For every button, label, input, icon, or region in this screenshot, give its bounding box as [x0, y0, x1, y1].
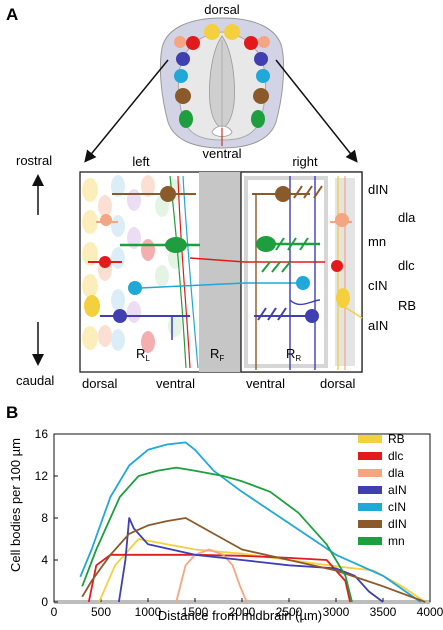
series-line-rb: [98, 538, 426, 603]
cell-cin-right: [256, 69, 270, 83]
legend-label-cin: cIN: [388, 500, 406, 514]
left-neurons: [84, 186, 200, 340]
x-tick-label: 4000: [417, 605, 443, 619]
series-line-dlc: [87, 553, 351, 603]
x-tick-label: 1500: [182, 605, 209, 619]
region-left-label: RL: [136, 346, 150, 363]
x-axis-label: Distance from midbrain (µm): [158, 608, 322, 623]
cell-label-ain: aIN: [368, 318, 388, 333]
neuron-dlc-right: [331, 260, 343, 272]
cell-label-cin: cIN: [368, 278, 388, 293]
left-label: left: [132, 154, 150, 169]
left-projection-arrow: [84, 59, 169, 163]
dorsal-top-label: dorsal: [204, 2, 240, 17]
legend-swatch-cin: [358, 503, 382, 511]
bottom-ventral-left: ventral: [156, 376, 195, 391]
cell-din-right: [253, 88, 269, 104]
ventral-top-label: ventral: [202, 146, 241, 161]
y-axis-label: Cell bodies per 100 µm: [8, 438, 23, 572]
cell-mn-right: [251, 110, 265, 128]
cell-mn-left: [179, 110, 193, 128]
series-line-ain: [118, 517, 384, 603]
neuron-dla-left: [100, 214, 112, 226]
bottom-dorsal-left: dorsal: [82, 376, 118, 391]
y-tick-label: 0: [41, 595, 48, 609]
legend-swatch-dlc: [358, 452, 382, 460]
neuron-mn-right: [256, 236, 276, 252]
right-projection-arrow: [275, 59, 358, 163]
neuron-dlc-left: [99, 256, 111, 268]
legend-label-ain: aIN: [388, 483, 407, 497]
neuron-mn-left: [165, 237, 187, 253]
legend-label-dlc: dlc: [388, 449, 403, 463]
x-tick-label: 500: [91, 605, 111, 619]
series-line-din: [81, 517, 426, 603]
y-tick-label: 16: [35, 427, 49, 441]
cell-label-dlc: dlc: [398, 258, 415, 273]
section-cells: [174, 24, 270, 128]
region-floor-label: RF: [210, 346, 224, 363]
density-chart: 0 500 1000 1500 2000 2500 3000 3500 4000 0 4 8 12 16 R…: [35, 427, 443, 619]
neuron-din-right: [275, 186, 291, 202]
cell-dlc-left: [186, 36, 200, 50]
cell-ain-left: [176, 52, 190, 66]
neuron-cin-left: [128, 281, 142, 295]
x-tick-label: 2000: [229, 605, 256, 619]
legend-swatch-din: [358, 520, 382, 528]
right-label: right: [292, 154, 318, 169]
cell-label-rb: RB: [398, 298, 416, 313]
cell-type-labels: dIN dla mn dlc cIN RB aIN: [368, 182, 416, 333]
neuron-rb-right: [336, 288, 350, 308]
cell-din-left: [175, 88, 191, 104]
series-line-dla: [175, 548, 248, 603]
cell-ain-right: [254, 52, 268, 66]
neuron-din-left: [160, 186, 176, 202]
cell-label-din: dIN: [368, 182, 388, 197]
bottom-ventral-right: ventral: [246, 376, 285, 391]
right-neurons: [252, 185, 363, 323]
neuron-cin-right: [296, 276, 310, 290]
x-tick-label: 3500: [370, 605, 397, 619]
neuron-dla-right: [335, 213, 349, 227]
x-tick-label: 0: [51, 605, 58, 619]
cell-rb-right: [224, 24, 240, 40]
legend-label-mn: mn: [388, 534, 405, 548]
legend-swatch-dla: [358, 469, 382, 477]
y-tick-label: 4: [41, 553, 48, 567]
cell-dlc-right: [244, 36, 258, 50]
legend-label-rb: RB: [388, 432, 405, 446]
panel-a-label: A: [6, 5, 18, 24]
rostral-label: rostral: [16, 153, 52, 168]
cell-rb-left: [204, 24, 220, 40]
series-line-cin: [79, 441, 422, 603]
series-line-mn: [81, 466, 353, 603]
legend-swatch-mn: [358, 537, 382, 545]
x-tick-label: 2500: [276, 605, 303, 619]
legend-swatch-ain: [358, 486, 382, 494]
caudal-label: caudal: [16, 373, 54, 388]
bottom-dorsal-right: dorsal: [320, 376, 356, 391]
right-inner-field: [244, 176, 328, 368]
floor-plate: [199, 172, 241, 372]
legend-label-din: dIN: [388, 517, 407, 531]
region-right-label: RR: [286, 346, 301, 363]
neuron-rb-left: [84, 295, 100, 317]
panel-b-label: B: [6, 403, 18, 422]
legend-label-dla: dla: [388, 466, 404, 480]
y-tick-label: 12: [35, 469, 49, 483]
neuron-ain-right: [305, 309, 319, 323]
x-tick-label: 3000: [323, 605, 350, 619]
legend-swatch-rb: [358, 435, 382, 443]
y-tick-label: 8: [41, 511, 48, 525]
neuron-ain-left: [113, 309, 127, 323]
cell-label-dla: dla: [398, 210, 416, 225]
cell-dla-left: [174, 36, 186, 48]
cell-dla-right: [258, 36, 270, 48]
cell-cin-left: [174, 69, 188, 83]
x-tick-label: 1000: [135, 605, 162, 619]
cell-label-mn: mn: [368, 234, 386, 249]
